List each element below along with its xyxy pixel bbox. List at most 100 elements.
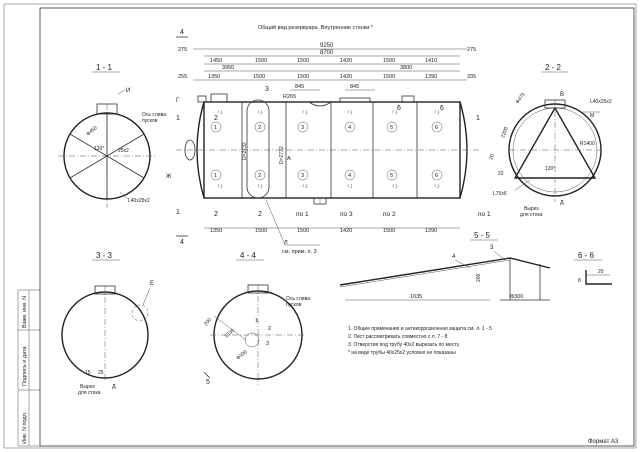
bottom-label-po1: по 1	[296, 211, 309, 218]
bottom-label-2: 2	[258, 211, 262, 218]
s55-d300: Ф300	[510, 294, 523, 300]
s11-label-i: И	[126, 88, 130, 94]
s33-15: 15	[85, 370, 91, 376]
cut-4-bot: 4	[180, 239, 184, 246]
s33-drain: Вырез	[80, 384, 95, 390]
note-2: 2. Лист рассматривать совместно с л. 7 -…	[348, 334, 448, 340]
dim-r2-3: 1500	[297, 74, 309, 80]
dim-335: 335	[467, 74, 476, 80]
dim-d2732-b: D=2732	[279, 146, 285, 164]
s44-200: 200	[203, 317, 213, 327]
s44-drain2: пусков	[286, 302, 302, 308]
bottom-label-po1-r: по 1	[478, 211, 491, 218]
dim-r1-1: 1450	[210, 58, 222, 64]
main-view: 9250 8700 275 275 1450 1500 1500 1420 15…	[166, 29, 491, 255]
note-1: 1. Общие примечания и антикоррозионная з…	[348, 326, 492, 332]
dim-r1-6: 1410	[425, 58, 437, 64]
section-2-2: 2 - 2 В Ф475 2200 20 R1400 120° 22 L40x2…	[488, 63, 612, 218]
s11-profile: L40x25x2	[128, 198, 150, 204]
s44-5: 5	[206, 379, 210, 386]
note-4: * на виде трубы 40х25х2 условно не показ…	[348, 350, 456, 356]
s22-profile: L40x25x2	[590, 99, 612, 105]
s44-d300: Ф300	[235, 349, 248, 362]
cut-4-top: 4	[180, 29, 184, 36]
s55-200: 200	[476, 273, 482, 282]
s11-25x2: 25x2	[118, 148, 129, 154]
outer-frame	[3, 3, 637, 449]
s22-20: 20	[488, 153, 496, 160]
notes-block: 1. Общие примечания и антикоррозионная з…	[348, 326, 492, 356]
s22-l75: L75x6	[493, 191, 507, 197]
s22-d: Д	[560, 200, 564, 206]
s22-120: 120°	[545, 166, 555, 172]
comp-1-top: 1	[214, 125, 217, 131]
stamp-sign-label: Подпись и дата	[22, 346, 28, 386]
section-1-1-title: 1 - 1	[96, 63, 113, 72]
comp-3-top: 3	[301, 125, 304, 131]
s55-label-4: 4	[452, 254, 456, 260]
dim-inner: 8700	[320, 50, 334, 56]
s22-r1400: R1400	[580, 141, 595, 147]
s22-m: М	[590, 113, 594, 119]
section-5-5: 5 - 5 1035 200 Ф300 4 3	[339, 231, 551, 301]
s22-drain2: для стока	[520, 212, 543, 218]
comp-1-bot: 1	[214, 173, 217, 179]
dim-end-r: 275	[467, 47, 476, 53]
dim-r2-6: 1390	[425, 74, 437, 80]
comp-4-top: 4	[348, 125, 351, 131]
s22-22: 22	[498, 171, 504, 177]
comp-2-bot: 2	[258, 173, 261, 179]
section-3-3: 3 - 3 Е 15 25 Вырез для стока Д	[61, 251, 154, 396]
s44-3: 3	[266, 341, 269, 347]
dim-b3: 1500	[297, 228, 309, 234]
dim-end-l: 275	[178, 47, 187, 53]
label-zh: Ж	[166, 174, 172, 180]
dim-b2: 1500	[255, 228, 267, 234]
comp-2-top: 2	[258, 125, 261, 131]
s44-2: 2	[268, 326, 271, 332]
stamp-inv-label: Инв. N подл.	[22, 411, 28, 444]
section-2-2-title: 2 - 2	[545, 63, 562, 72]
dim-total: 9250	[320, 43, 334, 49]
s44-1: 1	[255, 318, 258, 324]
s33-label-e: Е	[150, 281, 154, 287]
bottom-label-po3: по 3	[340, 211, 353, 218]
dim-r1-4: 1420	[340, 58, 352, 64]
s11-drain2: пусков	[142, 118, 158, 124]
comp-5-top: 5	[390, 125, 393, 131]
cut-1-left: 1	[176, 115, 180, 122]
comp-6-top: 6	[435, 125, 438, 131]
dim-845-b: 845	[350, 84, 359, 90]
note-l: Л	[284, 240, 288, 246]
s33-25: 25	[98, 370, 104, 376]
dim-b5: 1500	[383, 228, 395, 234]
note-3: 3. Отверстия под трубу 40х2 вырезать по …	[348, 342, 460, 348]
s22-label-v: В	[560, 92, 564, 98]
dim-r1-3: 1500	[297, 58, 309, 64]
cut-1-left-bot: 1	[176, 209, 180, 216]
cut-6-b: 6	[440, 105, 444, 112]
cut-2-bot: 2	[214, 211, 218, 218]
dim-b6: 1390	[425, 228, 437, 234]
dim-3950: 3950	[222, 65, 234, 71]
comp-4-bot: 4	[348, 173, 351, 179]
s11-drain: Ось слива	[142, 112, 166, 118]
dim-r2-2: 1500	[253, 74, 265, 80]
dim-b4: 1420	[340, 228, 352, 234]
s66-20: 20	[598, 269, 604, 275]
inner-frame	[39, 7, 635, 447]
dim-r265: R265	[283, 94, 296, 100]
dim-r2-1: 1350	[208, 74, 220, 80]
section-5-5-title: 5 - 5	[474, 231, 491, 240]
s44-drain: Ось слива	[286, 296, 310, 302]
drawing-title: Общий вид резервуара. Внутренние стенки.…	[258, 24, 374, 31]
manway	[246, 99, 270, 199]
s44-1030: 1030	[223, 328, 236, 340]
dim-r2-4: 1420	[340, 74, 352, 80]
s22-drain: Вырез	[524, 206, 539, 212]
comp-5-bot: 5	[390, 173, 393, 179]
comp-6-bot: 6	[435, 173, 438, 179]
note-ref: см. прим. п. 3	[282, 249, 317, 255]
section-4-4: 4 - 4 Ось слива пусков 200 1030 Ф300 1 2…	[203, 251, 310, 386]
